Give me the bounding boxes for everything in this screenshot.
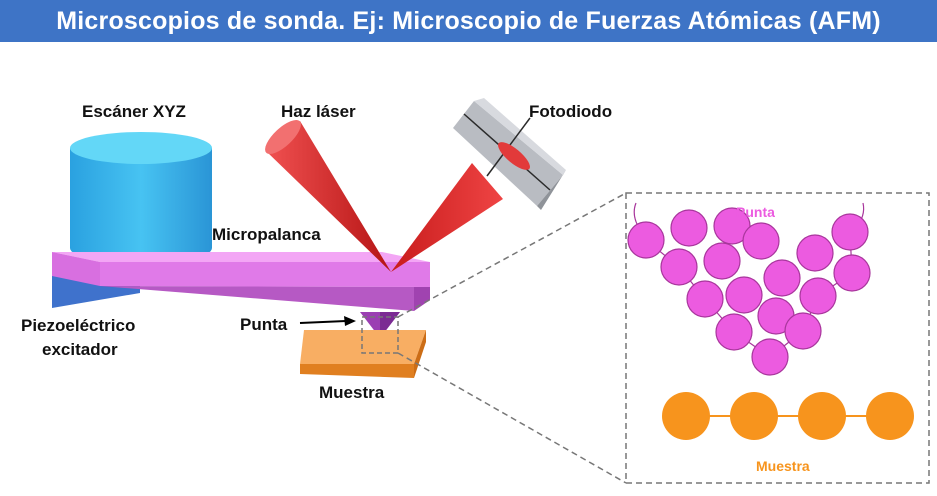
zoom-sample-label: Muestra: [756, 458, 810, 474]
tip-label: Punta: [240, 315, 288, 334]
xyz-scanner: [70, 132, 212, 264]
sample: [300, 330, 426, 378]
laser-label: Haz láser: [281, 102, 356, 121]
tip-arrow: [299, 316, 356, 326]
photodiode: [453, 98, 566, 210]
zoom-panel: [625, 192, 930, 484]
tip-atoms: [627, 202, 871, 376]
laser-spot: [498, 142, 530, 170]
sample-label: Muestra: [319, 383, 385, 402]
piezo-label-line1: Piezoeléctrico: [21, 316, 135, 335]
cantilever: [52, 252, 430, 311]
zoom-tip-label: Punta: [736, 204, 775, 220]
piezo-label-line2: excitador: [42, 340, 118, 359]
scanner-label: Escáner XYZ: [82, 102, 186, 121]
photodiode-label: Fotodiodo: [529, 102, 612, 121]
sample-atoms: [662, 392, 914, 440]
slide-title: Microscopios de sonda. Ej: Microscopio d…: [56, 7, 881, 35]
title-bar: [0, 0, 937, 42]
cantilever-label: Micropalanca: [212, 225, 321, 244]
zoom-indicator: [361, 192, 930, 484]
laser-beam: [265, 119, 503, 272]
